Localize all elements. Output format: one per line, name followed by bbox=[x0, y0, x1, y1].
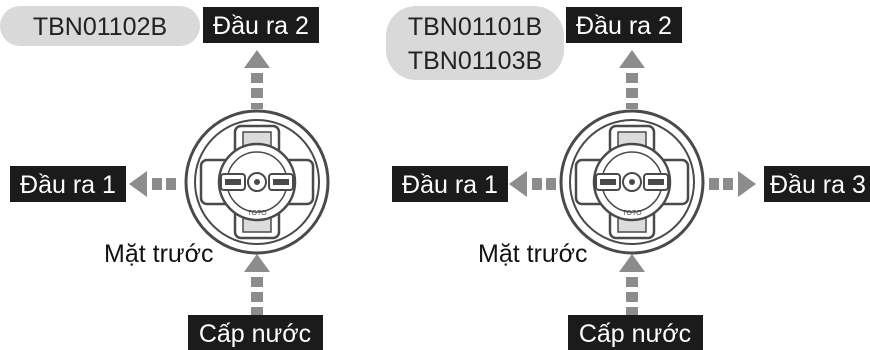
outlet-2-label-box bbox=[566, 7, 682, 43]
water-supply-label: Cấp nước bbox=[579, 320, 691, 348]
arrow-left-icon bbox=[129, 171, 176, 197]
water-supply-label-box bbox=[188, 315, 323, 350]
valve-brand: TOTO bbox=[247, 210, 267, 217]
model-pill bbox=[386, 6, 564, 80]
panel-left: TBN01102B Đầu ra 2 Đầu ra 1 Mặt trước Cấ… bbox=[0, 6, 330, 350]
outlet-2-label: Đầu ra 2 bbox=[576, 12, 672, 40]
valve-brand: TOTO bbox=[622, 210, 642, 217]
front-label: Mặt trước bbox=[478, 240, 588, 268]
outlet-2-label-box bbox=[203, 7, 319, 43]
outlet-2-label: Đầu ra 2 bbox=[213, 12, 309, 40]
water-supply-label-box bbox=[568, 315, 703, 350]
outlet-1-label: Đầu ra 1 bbox=[20, 171, 116, 199]
arrow-left-icon bbox=[509, 171, 556, 197]
panel-right: TBN01101B TBN01103B Đầu ra 2 Đầu ra 1 Đầ… bbox=[386, 6, 870, 350]
outlet-3-label: Đầu ra 3 bbox=[770, 171, 866, 199]
model-code: TBN01102B bbox=[33, 13, 167, 41]
supply-arrow-icon bbox=[244, 254, 270, 315]
model-code: TBN01101B bbox=[408, 13, 542, 41]
diverter-valve-icon: TOTO bbox=[559, 109, 705, 255]
arrow-up-icon bbox=[244, 50, 270, 109]
outlet-1-label: Đầu ra 1 bbox=[402, 171, 498, 199]
arrow-up-icon bbox=[619, 50, 645, 109]
outlet-1-label-box bbox=[10, 166, 126, 202]
model-code: TBN01103B bbox=[408, 47, 542, 75]
outlet-1-label-box bbox=[392, 166, 508, 202]
model-pill bbox=[0, 6, 200, 46]
diverter-valve-icon: TOTO bbox=[184, 109, 330, 255]
outlet-3-label-box bbox=[764, 166, 870, 202]
arrow-right-icon bbox=[709, 171, 756, 197]
supply-arrow-icon bbox=[619, 254, 645, 315]
front-label: Mặt trước bbox=[104, 240, 214, 268]
water-supply-label: Cấp nước bbox=[199, 320, 311, 348]
